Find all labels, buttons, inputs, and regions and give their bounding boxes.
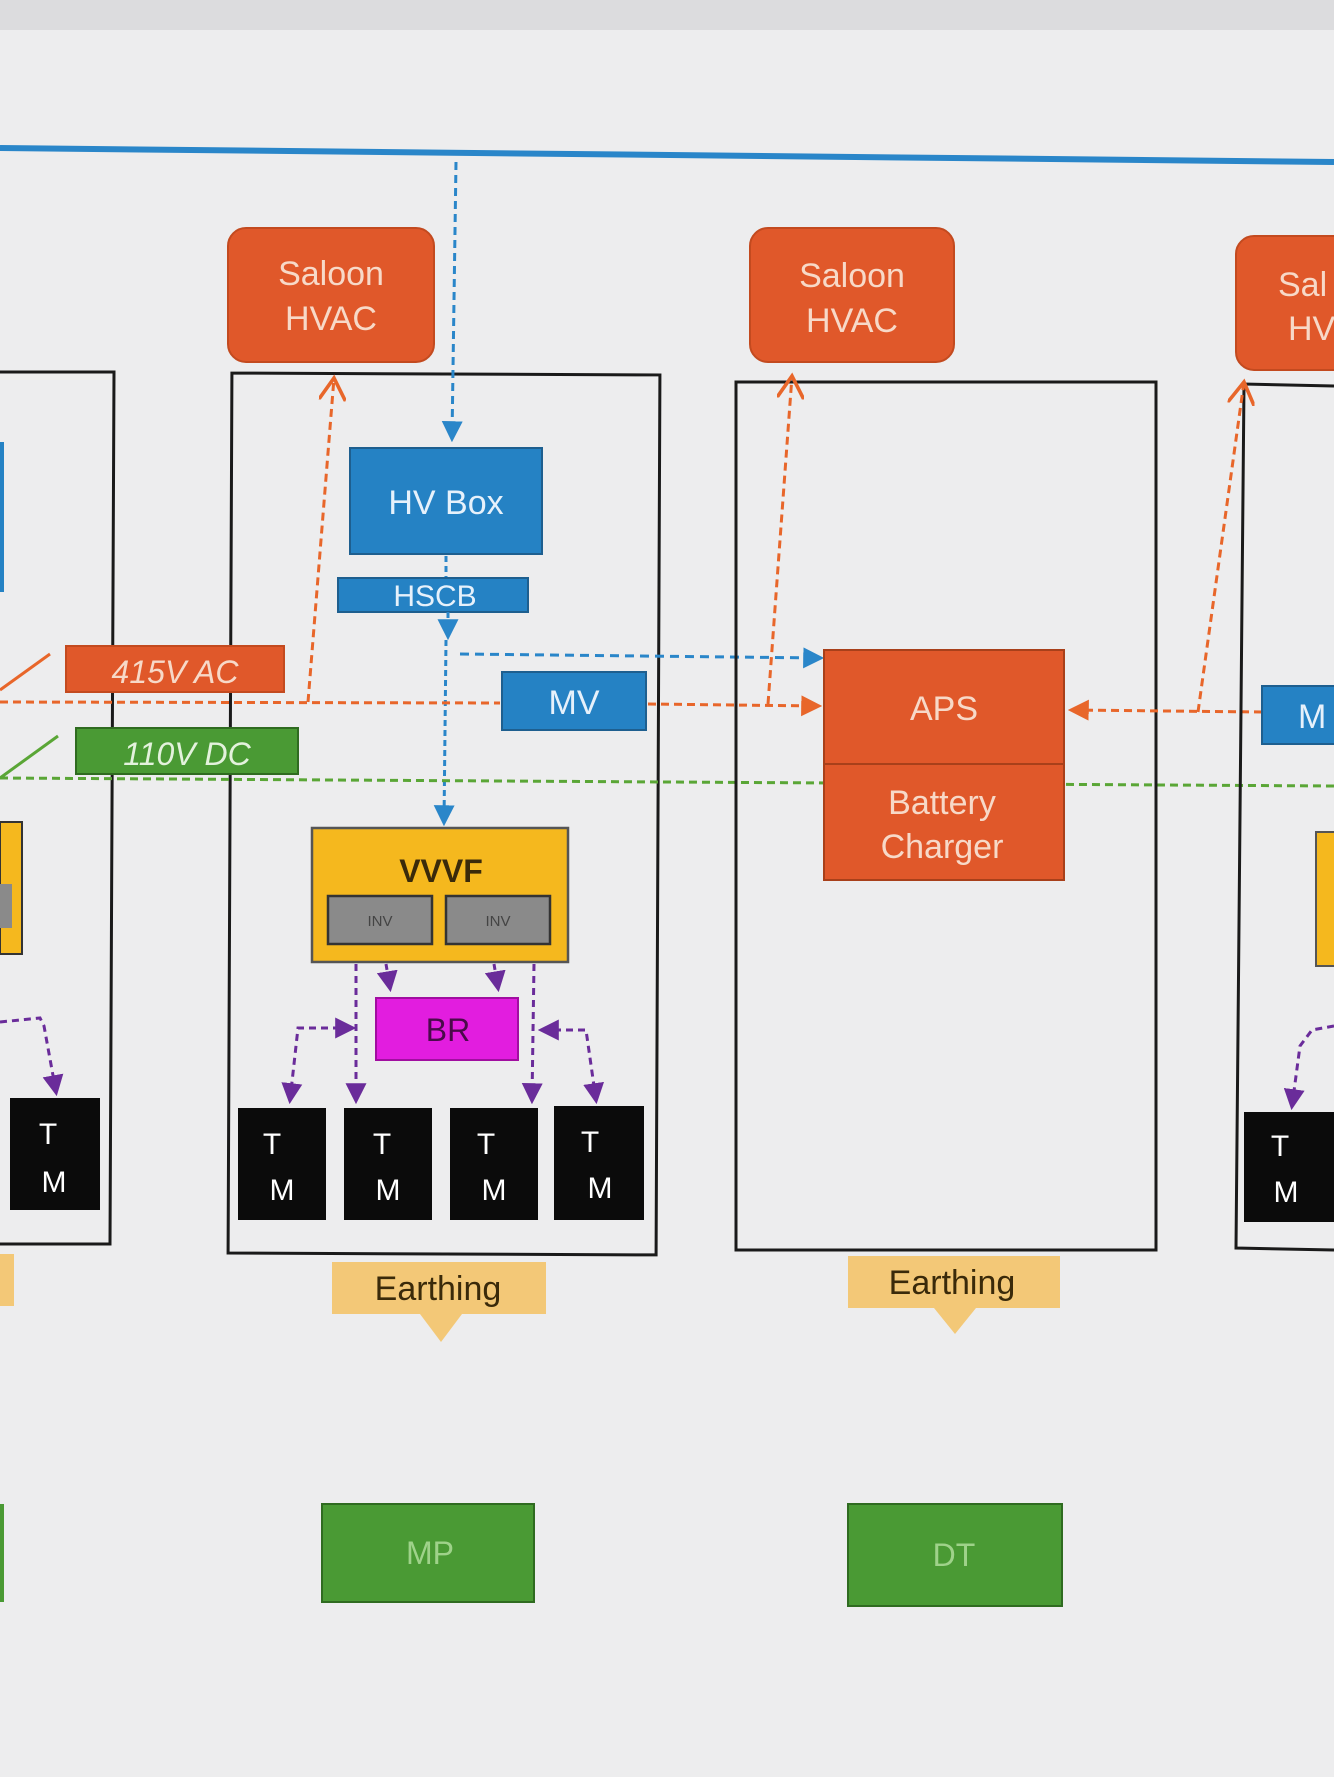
- tm4-m: M: [588, 1172, 613, 1205]
- dt-hvac-line2: HVAC: [806, 302, 898, 340]
- dt-hvac-line1: Saloon: [799, 257, 905, 295]
- hscb-box[interactable]: [337, 577, 529, 613]
- mv-box[interactable]: [501, 671, 647, 731]
- mv-to-aps-line: [647, 695, 823, 717]
- right-mv-to-aps: [1067, 699, 1263, 721]
- traction-motor-4[interactable]: [554, 1106, 644, 1220]
- tm2-m: M: [376, 1174, 401, 1207]
- dt-earthing: [848, 1256, 1060, 1308]
- tm1-m: M: [270, 1174, 295, 1207]
- traction-motor-1[interactable]: [238, 1108, 326, 1220]
- right-mv-label: M: [1298, 698, 1326, 736]
- dt-car-outline: [734, 380, 1158, 1252]
- left-car-control-line: [0, 1016, 64, 1097]
- br-box[interactable]: [375, 997, 519, 1061]
- aps-label: APS: [910, 690, 978, 728]
- hv-box-label: HV Box: [388, 484, 503, 522]
- hscb-to-aps-line: [459, 647, 825, 669]
- dt-car-label-box: [847, 1503, 1063, 1607]
- inv-box-2[interactable]: [444, 894, 552, 946]
- tm2-t: T: [373, 1128, 391, 1161]
- hscb-label: HSCB: [393, 580, 476, 613]
- left-car-traction-motor[interactable]: [10, 1098, 100, 1210]
- right-vvvf-edge: [1315, 831, 1334, 967]
- inv2-to-br: [484, 963, 506, 993]
- mp-car-label: MP: [406, 1535, 454, 1571]
- dt-earthing-label: Earthing: [889, 1264, 1016, 1302]
- right-mv-box[interactable]: [1261, 685, 1334, 745]
- mp-car-label-box: [321, 1503, 535, 1603]
- left-car-outline: [0, 370, 116, 1246]
- br-label: BR: [426, 1012, 470, 1048]
- traction-motor-2[interactable]: [344, 1108, 432, 1220]
- right-ac-to-hvac: [1196, 382, 1244, 713]
- mp-hvac-line1: Saloon: [278, 255, 384, 293]
- mp-earthing: [332, 1262, 546, 1314]
- mp-saloon-hvac[interactable]: [227, 227, 435, 363]
- right-car-control-line: [1283, 1024, 1334, 1111]
- left-tm-m: M: [42, 1166, 67, 1199]
- dt-saloon-hvac[interactable]: [749, 227, 955, 363]
- mp-earthing-label: Earthing: [375, 1270, 502, 1308]
- left-car-blue-edge: [0, 442, 4, 592]
- dc-label-slash: [0, 734, 59, 780]
- left-car-label-edge: [0, 1504, 4, 1602]
- mp-car-outline: [226, 371, 662, 1257]
- traction-motor-3[interactable]: [450, 1108, 538, 1220]
- right-saloon-hvac[interactable]: [1235, 235, 1334, 371]
- hv-box[interactable]: [349, 447, 543, 555]
- inv1-to-br: [376, 963, 398, 993]
- ac-label-slash: [0, 652, 51, 692]
- left-tm-t: T: [39, 1118, 57, 1151]
- dc-bus-line: [0, 776, 1334, 788]
- inv-label-1: INV: [367, 913, 392, 930]
- top-shadow: [0, 0, 1334, 30]
- inv-label-2: INV: [485, 913, 510, 930]
- ac-bus-label-box: [65, 645, 285, 693]
- right-tm-t: T: [1271, 1130, 1289, 1163]
- aps-box[interactable]: [823, 649, 1065, 765]
- left-car-earthing-edge: [0, 1254, 14, 1306]
- ac-bus-label: 415V AC: [112, 654, 240, 690]
- right-hvac-line1: Sal: [1278, 266, 1327, 304]
- vvvf-label: VVVF: [399, 853, 483, 889]
- ac-bus-line: [0, 700, 501, 705]
- left-car-inv-edge: [0, 884, 12, 928]
- mp-hvac-line2: HVAC: [285, 300, 377, 338]
- mv-label: MV: [549, 684, 600, 722]
- dt-car-label: DT: [933, 1537, 976, 1573]
- right-tm-m: M: [1274, 1176, 1299, 1209]
- dc-bus-label-box: [75, 727, 299, 775]
- battery-charger-line1: Battery: [888, 784, 996, 822]
- battery-charger-line2: Charger: [881, 828, 1004, 866]
- battery-charger-box[interactable]: [823, 763, 1065, 881]
- tm-group: T M T M T M T M: [238, 1106, 644, 1220]
- hv-drop-line: [441, 161, 463, 443]
- hv-overhead-line: [0, 145, 1334, 165]
- hscb-to-vvvf-line: [433, 639, 455, 827]
- feeder-tm1: [281, 1017, 357, 1105]
- mp-earthing-arrow: [420, 1314, 462, 1342]
- tm3-t: T: [477, 1128, 495, 1161]
- feeder-tm4: [537, 1019, 605, 1105]
- dt-earthing-arrow: [934, 1308, 976, 1334]
- aps-to-dt-hvac: [766, 376, 792, 705]
- right-car-outline: [1234, 382, 1334, 1252]
- dc-bus-label: 110V DC: [123, 736, 251, 772]
- feeder-tm3: [521, 963, 543, 1105]
- tm4-t: T: [581, 1126, 599, 1159]
- inv-box-1[interactable]: [326, 894, 434, 946]
- tm3-m: M: [482, 1174, 507, 1207]
- right-car-traction-motor[interactable]: [1244, 1112, 1334, 1222]
- tm1-t: T: [263, 1128, 281, 1161]
- ac-to-mp-hvac: [306, 378, 334, 703]
- right-hvac-line2: HV: [1288, 310, 1334, 348]
